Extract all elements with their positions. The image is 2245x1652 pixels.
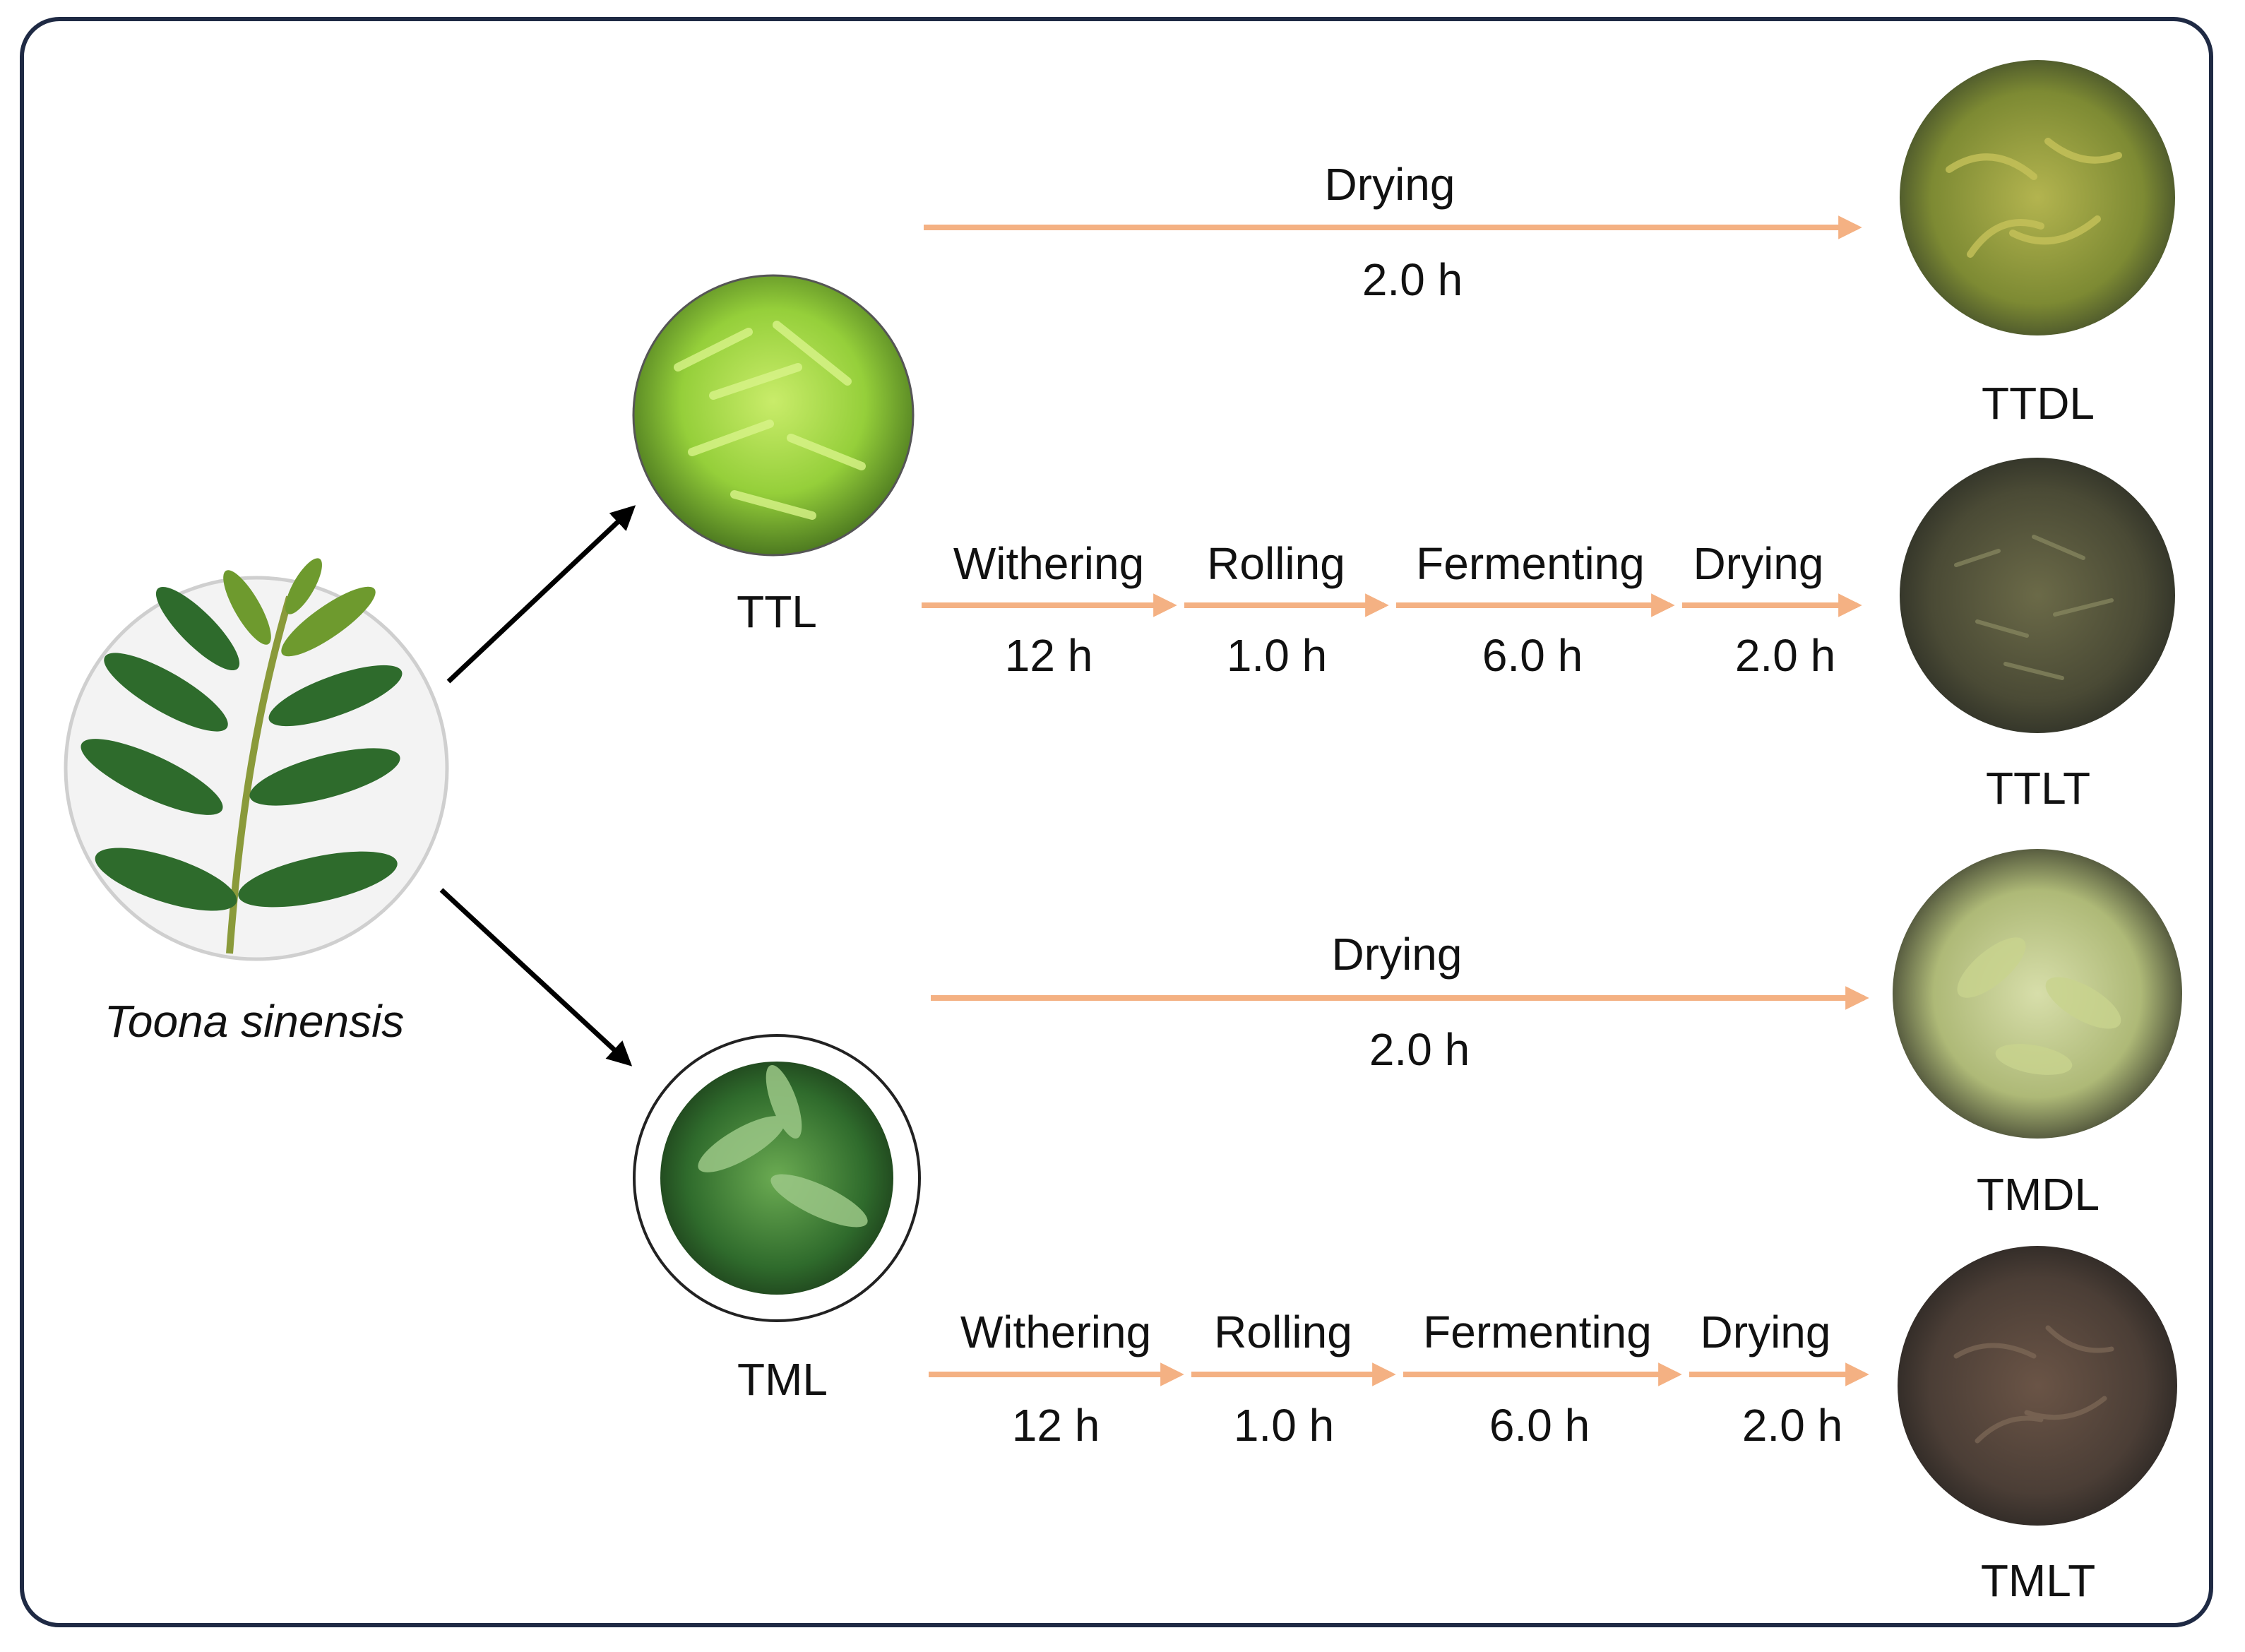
ttlt-label: TTLT xyxy=(1986,763,2090,814)
step-time: 6.0 h xyxy=(1489,1400,1590,1451)
tmdl-product-image xyxy=(1893,849,2182,1139)
step-name: Withering xyxy=(960,1307,1151,1357)
step-name: Withering xyxy=(953,538,1144,589)
ttdl-label: TTDL xyxy=(1982,378,2095,429)
step-time: 2.0 h xyxy=(1369,1024,1470,1075)
step-time: 1.0 h xyxy=(1234,1400,1334,1451)
ttlt-product-image xyxy=(1900,458,2175,733)
step-time: 2.0 h xyxy=(1742,1400,1842,1451)
source-leaf-image xyxy=(64,558,449,961)
ttl-label: TTL xyxy=(737,586,817,637)
branch-arrow-tml xyxy=(439,888,633,1066)
ttl-leaf-image xyxy=(632,274,915,557)
step-name: Rolling xyxy=(1207,538,1345,589)
tmdl-label: TMDL xyxy=(1977,1169,2100,1220)
step-name: Drying xyxy=(1701,1307,1831,1357)
step-name: Drying xyxy=(1325,159,1455,210)
step-time: 1.0 h xyxy=(1227,630,1327,681)
tmlt-product-image xyxy=(1898,1246,2177,1526)
tml-leaf-image xyxy=(633,1034,921,1322)
source-label: Toona sinensis xyxy=(105,996,405,1047)
ttdl-product-image xyxy=(1900,60,2175,335)
step-time: 2.0 h xyxy=(1735,630,1835,681)
step-time: 6.0 h xyxy=(1482,630,1583,681)
step-name: Drying xyxy=(1693,538,1824,589)
step-name: Fermenting xyxy=(1416,538,1645,589)
step-time: 12 h xyxy=(1005,630,1093,681)
tml-label: TML xyxy=(737,1354,828,1405)
tmlt-label: TMLT xyxy=(1981,1555,2095,1606)
branch-arrow-ttl xyxy=(446,505,636,684)
step-time: 2.0 h xyxy=(1362,254,1463,305)
step-name: Drying xyxy=(1332,929,1463,980)
step-name: Rolling xyxy=(1214,1307,1352,1357)
step-time: 12 h xyxy=(1012,1400,1100,1451)
step-name: Fermenting xyxy=(1423,1307,1652,1357)
